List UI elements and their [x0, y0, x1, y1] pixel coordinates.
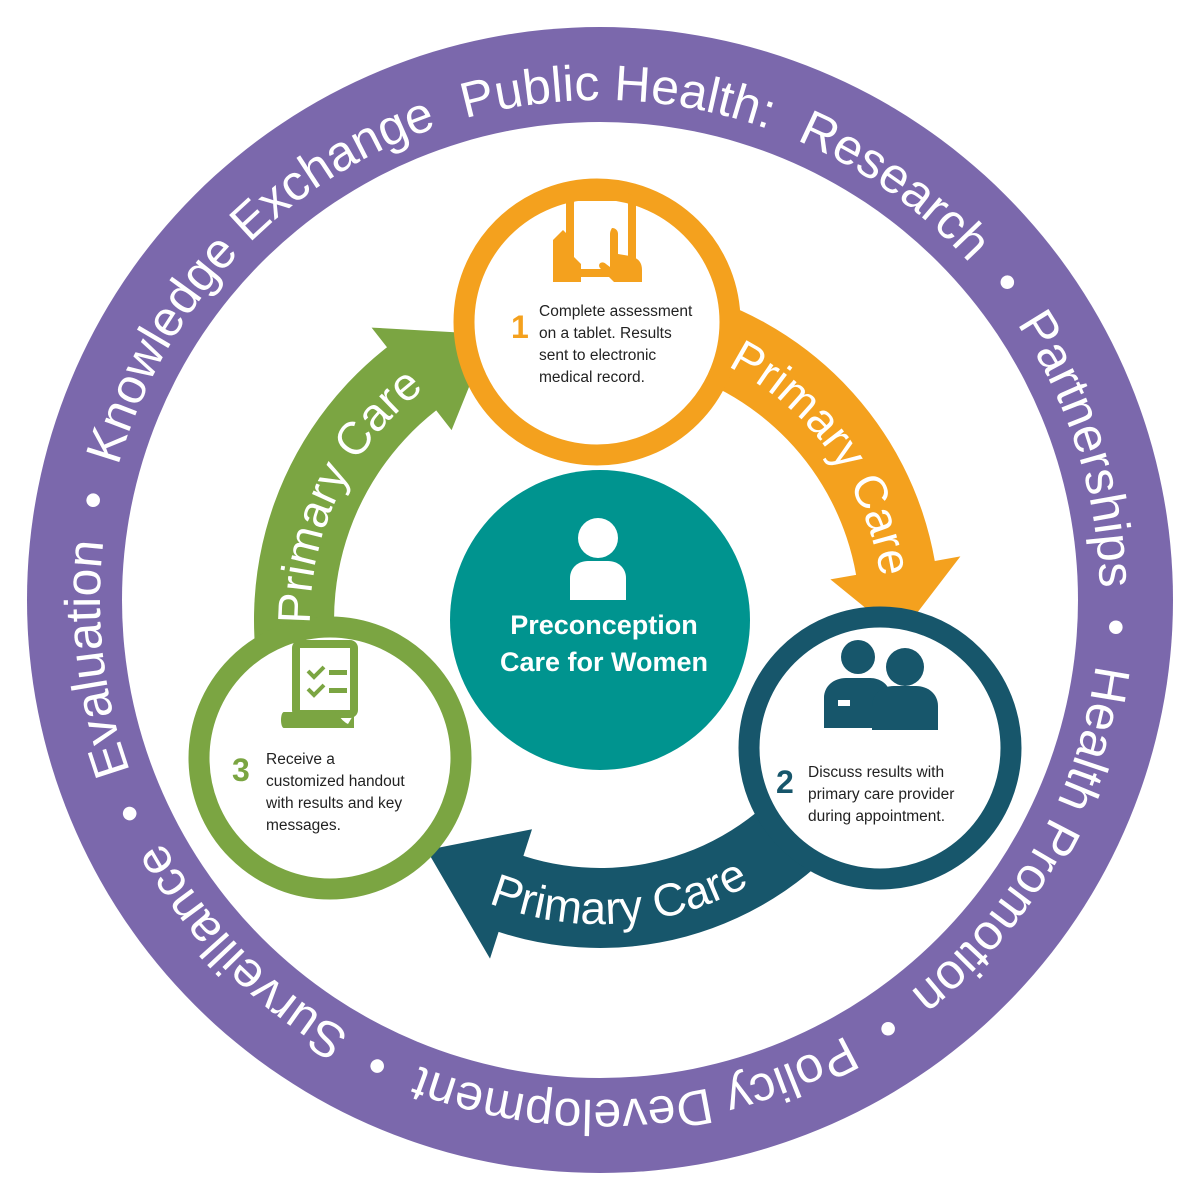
ring-separator-text: •: [1088, 617, 1145, 637]
step-1-line-3: sent to electronic: [539, 347, 656, 364]
step-3-line-2: customized handout: [266, 773, 405, 790]
step-1-line-1: Complete assessment: [539, 303, 693, 320]
step-1-circle: [453, 178, 741, 466]
step-1-line-2: on a tablet. Results: [539, 325, 672, 342]
center-line-2: Care for Women: [500, 647, 708, 677]
step-1-number: 1: [511, 309, 529, 345]
step-3-line-1: Receive a: [266, 751, 335, 768]
step-2-line-1: Discuss results with: [808, 764, 944, 781]
tablet-touch-icon: [553, 193, 642, 282]
step-1-line-4: medical record.: [539, 369, 645, 386]
step-2-line-3: during appointment.: [808, 808, 945, 825]
arrow-step2-to-step3: [426, 751, 879, 959]
center-circle: [450, 470, 750, 770]
step-3-circle: [188, 616, 472, 900]
checklist-handout-icon: [281, 640, 358, 728]
arrow-step1-to-step2: [654, 287, 961, 636]
step-2-number: 2: [776, 764, 794, 800]
step-1: 1 Complete assessment on a tablet. Resul…: [453, 178, 741, 466]
step-3-line-3: with results and key: [265, 795, 402, 812]
step-3: 3 Receive a customized handout with resu…: [188, 616, 472, 900]
step-2-circle: [738, 606, 1022, 890]
provider-patient-icon: [824, 640, 938, 730]
ring-separator: •: [1088, 617, 1145, 637]
center-line-1: Preconception: [510, 610, 698, 640]
center-topic: Preconception Care for Women: [450, 470, 750, 770]
step-2: 2 Discuss results with primary care prov…: [738, 606, 1022, 890]
person-icon: [570, 518, 626, 600]
step-3-number: 3: [232, 752, 250, 788]
step-3-line-4: messages.: [266, 817, 341, 834]
step-2-line-2: primary care provider: [808, 786, 954, 803]
